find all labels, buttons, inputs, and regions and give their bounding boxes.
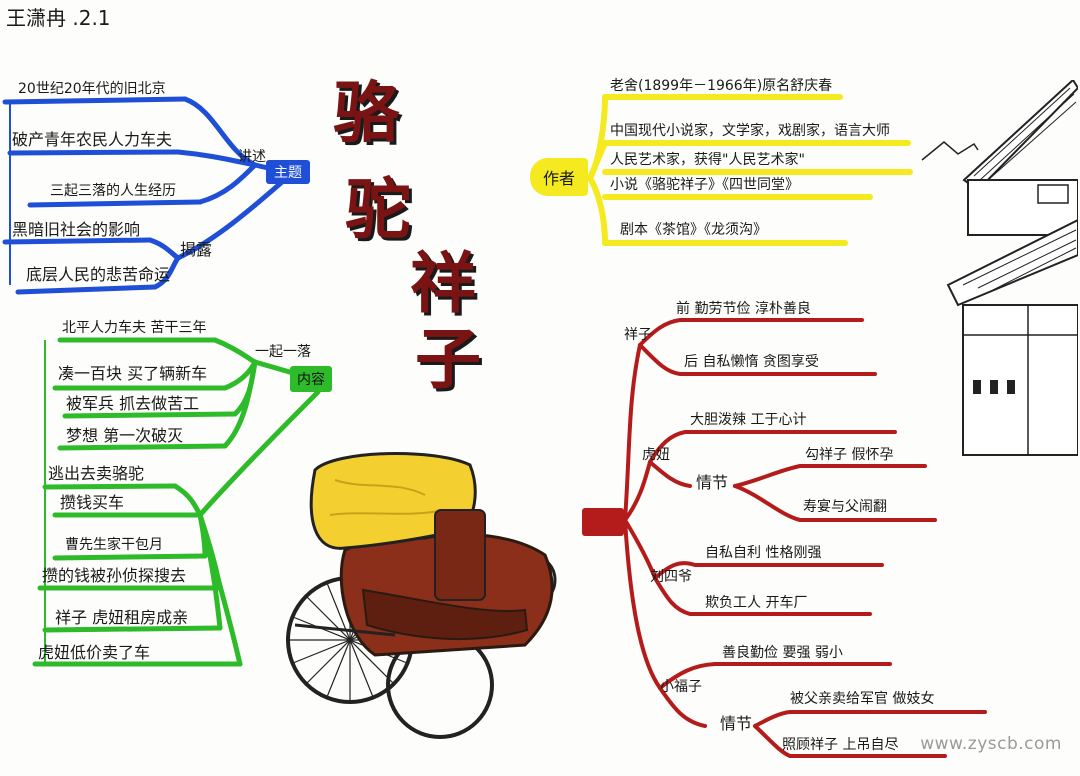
branch-line [7, 149, 181, 156]
branch-line [172, 483, 203, 518]
branch-line [638, 318, 864, 347]
branch-line [197, 162, 258, 205]
branch-line [2, 237, 153, 245]
content-item: 祥子 虎妞租房成亲 [55, 608, 189, 627]
theme-item: 黑暗旧社会的影响 [12, 220, 141, 239]
branch-line [648, 460, 692, 488]
character-item: 勾祥子 假怀孕 [805, 447, 894, 463]
branch-line [42, 483, 178, 490]
character-item: 善良勤俭 要强 弱小 [722, 645, 843, 661]
character-label: 刘四爷 [650, 569, 692, 585]
branch-line [587, 140, 608, 181]
character-item: 自私自利 性格刚强 [705, 545, 822, 561]
theme-item: 三起三落的人生经历 [50, 183, 176, 199]
title-char-1: 骆 [333, 74, 399, 152]
content-item: 攒钱买车 [60, 493, 125, 512]
branch-line [175, 179, 285, 261]
character-sub-label: 情节 [696, 473, 729, 492]
branch-line [2, 96, 188, 105]
character-label: 祥子 [624, 327, 652, 343]
branch-line [57, 443, 228, 451]
branch-line [212, 337, 258, 365]
branch-line [623, 518, 657, 580]
branch-line [222, 359, 258, 449]
branch-line [638, 343, 877, 376]
character-item: 前 勤劳节俭 淳朴善良 [676, 301, 811, 317]
character-item: 被父亲卖给军官 做妓女 [790, 691, 935, 707]
content-item: 虎妞低价卖了车 [38, 643, 151, 662]
branch-line [27, 199, 203, 208]
character-label: 小福子 [660, 679, 702, 695]
branch-line [658, 686, 707, 728]
branch-line [175, 149, 258, 168]
character-item: 寿宴与父闹翻 [803, 499, 887, 515]
theme-group-label: 讲述 [238, 149, 266, 165]
branch-line [753, 724, 947, 758]
title-char-4: 子 [415, 320, 481, 398]
branch-line [252, 162, 271, 171]
branch-line [653, 561, 884, 580]
branch-line [147, 237, 181, 261]
author-item: 人民艺术家，获得"人民艺术家" [610, 152, 805, 168]
content-item: 凑一百块 买了辆新车 [58, 364, 208, 383]
branch-line [733, 464, 927, 488]
branch-line [753, 710, 987, 728]
branch-line [623, 460, 652, 522]
content-item: 梦想 第一次破灭 [66, 426, 184, 445]
branch-line [197, 512, 243, 667]
character-sub-label: 情节 [720, 714, 753, 733]
title-char-3: 祥 [410, 244, 476, 322]
author-item: 剧本《茶馆》《龙须沟》 [620, 222, 767, 238]
branch-line [62, 411, 238, 419]
branch-line [623, 343, 642, 522]
content-item: 北平人力车夫 苦干三年 [62, 320, 207, 336]
theme-center-node: 主题 [266, 160, 310, 184]
branch-line [733, 484, 937, 522]
author-item: 老舍(1899年－1966年)原名舒庆春 [610, 78, 833, 94]
branch-line [152, 255, 181, 290]
watermark: www.zyscb.com [920, 734, 1062, 754]
title-char-2: 驼 [345, 170, 411, 248]
branch-line [623, 518, 662, 690]
content-item: 被军兵 抓去做苦工 [66, 394, 200, 413]
branch-line [42, 625, 223, 633]
content-item: 曹先生家干包月 [65, 537, 163, 553]
branch-line [587, 175, 608, 246]
signature: 王潇冉 .2.1 [6, 6, 111, 30]
content-item: 攒的钱被孙侦探搜去 [42, 566, 187, 585]
building-illustration [921, 80, 1078, 456]
content-item: 逃出去卖骆驼 [48, 464, 145, 483]
theme-group-label: 揭露 [180, 240, 213, 259]
content-center-node: 内容 [290, 366, 332, 392]
theme-item: 底层人民的悲苦命运 [26, 265, 171, 284]
branch-line [648, 430, 897, 464]
characters-center-node [582, 508, 624, 536]
theme-item: 破产青年农民人力车夫 [12, 130, 173, 149]
branch-line [15, 284, 158, 295]
author-center-node: 作者 [530, 158, 588, 196]
branch-line [658, 662, 892, 690]
theme-item: 20世纪20年代的旧北京 [18, 81, 166, 97]
branch-line [52, 553, 208, 561]
branch-line [182, 96, 258, 168]
branch-line [197, 389, 321, 518]
character-item: 欺负工人 开车厂 [705, 595, 808, 611]
author-item: 中国现代小说家，文学家，戏剧家，语言大师 [610, 123, 890, 139]
character-label: 虎妞 [642, 447, 670, 463]
rickshaw-illustration [286, 452, 557, 739]
character-item: 照顾祥子 上吊自尽 [782, 737, 899, 753]
branch-line [653, 576, 872, 616]
content-group-label: 一起一落 [255, 344, 311, 360]
character-item: 后 自私懒惰 贪图享受 [684, 354, 819, 370]
author-item: 小说《骆驼祥子》《四世同堂》 [610, 177, 799, 193]
character-item: 大胆泼辣 工于心计 [690, 412, 807, 428]
